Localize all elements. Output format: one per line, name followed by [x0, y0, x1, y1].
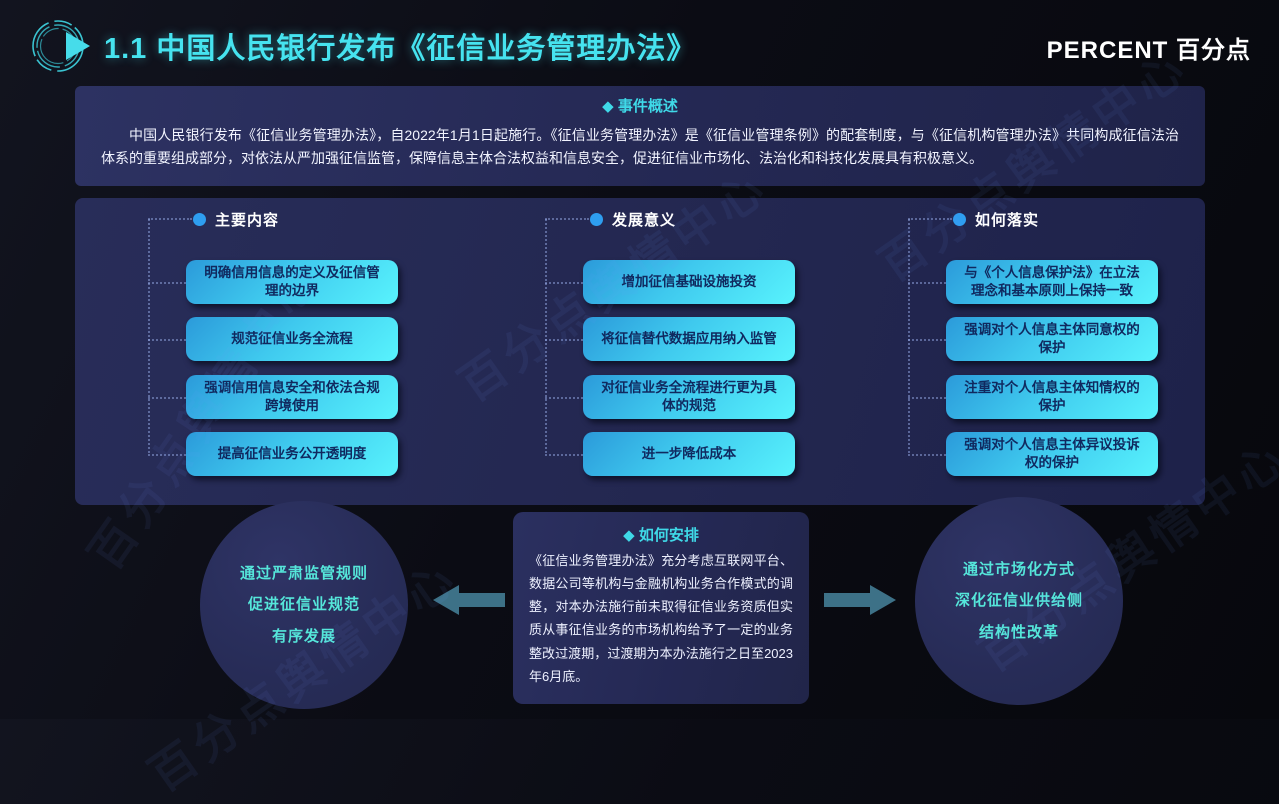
content-box: 规范征信业务全流程 — [148, 317, 398, 361]
dotted-connector-line — [148, 218, 192, 220]
dotted-connector-line — [148, 219, 150, 453]
circle-text-line: 通过严肃监管规则 — [239, 564, 368, 582]
page-header: 1.1 中国人民银行发布《征信业务管理办法》 PERCENT 百分点 — [28, 14, 1251, 78]
dotted-connector-line — [545, 219, 547, 453]
dotted-connector-line — [908, 219, 910, 453]
column-header: 如何落实 — [908, 208, 1039, 230]
content-box: 与《个人信息保护法》在立法理念和基本原则上保持一致 — [908, 260, 1158, 304]
content-box: 对征信业务全流程进行更为具体的规范 — [545, 375, 795, 419]
left-result-circle: 通过严肃监管规则 促进征信业规范 有序发展 — [200, 501, 408, 709]
circle-text-line: 通过市场化方式 — [962, 560, 1075, 578]
circle-text-line: 结构性改革 — [978, 623, 1059, 641]
page-title: 1.1 中国人民银行发布《征信业务管理办法》 — [104, 33, 697, 65]
bullet-dot-icon — [590, 212, 603, 226]
content-box: 增加征信基础设施投资 — [545, 260, 795, 304]
right-result-circle: 通过市场化方式 深化征信业供给侧 结构性改革 — [915, 497, 1123, 705]
content-box: 将征信替代数据应用纳入监管 — [545, 317, 795, 361]
content-box: 明确信用信息的定义及征信管理的边界 — [148, 260, 398, 304]
column-main-content: 主要内容 明确信用信息的定义及征信管理的边界 规范征信业务全流程 强调信用信息安… — [148, 198, 448, 505]
dotted-connector-line — [908, 218, 952, 220]
arrange-panel: ◆ 如何安排 《征信业务管理办法》充分考虑互联网平台、数据公司等机构与金融机构业… — [513, 512, 809, 704]
content-box: 强调对个人信息主体异议投诉权的保护 — [908, 432, 1158, 476]
event-overview-body: 中国人民银行发布《征信业务管理办法》，自2022年1月1日起施行。《征信业务管理… — [101, 127, 1179, 166]
left-arrow-icon — [433, 585, 505, 615]
column-title: 主要内容 — [215, 211, 280, 229]
bullet-dot-icon — [193, 212, 206, 226]
circle-text-line: 深化征信业供给侧 — [954, 592, 1083, 610]
column-header: 发展意义 — [545, 208, 676, 230]
content-box: 强调信用信息安全和依法合规跨境使用 — [148, 375, 398, 419]
arrange-heading: ◆ 如何安排 — [623, 527, 699, 544]
column-title: 发展意义 — [612, 211, 677, 229]
content-box: 进一步降低成本 — [545, 432, 795, 476]
right-arrow-icon — [824, 585, 896, 615]
content-box: 强调对个人信息主体同意权的保护 — [908, 317, 1158, 361]
title-ring-icon — [32, 20, 90, 72]
arrange-body: 《征信业务管理办法》充分考虑互联网平台、数据公司等机构与金融机构业务合作模式的调… — [529, 553, 793, 684]
main-content-panel: 主要内容 明确信用信息的定义及征信管理的边界 规范征信业务全流程 强调信用信息安… — [75, 198, 1205, 505]
circle-text-line: 促进征信业规范 — [247, 596, 360, 614]
column-header: 主要内容 — [148, 208, 279, 230]
event-overview-heading: ◆ 事件概述 — [602, 98, 678, 115]
column-implementation: 如何落实 与《个人信息保护法》在立法理念和基本原则上保持一致 强调对个人信息主体… — [908, 198, 1208, 505]
content-box: 提高征信业务公开透明度 — [148, 432, 398, 476]
bullet-dot-icon — [953, 212, 966, 226]
circle-text-line: 有序发展 — [271, 627, 336, 645]
column-title: 如何落实 — [975, 211, 1040, 229]
content-box: 注重对个人信息主体知情权的保护 — [908, 375, 1158, 419]
brand-logo: PERCENT 百分点 — [1046, 37, 1251, 64]
dotted-connector-line — [545, 218, 589, 220]
event-overview-panel: ◆ 事件概述 中国人民银行发布《征信业务管理办法》，自2022年1月1日起施行。… — [75, 86, 1205, 186]
column-significance: 发展意义 增加征信基础设施投资 将征信替代数据应用纳入监管 对征信业务全流程进行… — [545, 198, 845, 505]
